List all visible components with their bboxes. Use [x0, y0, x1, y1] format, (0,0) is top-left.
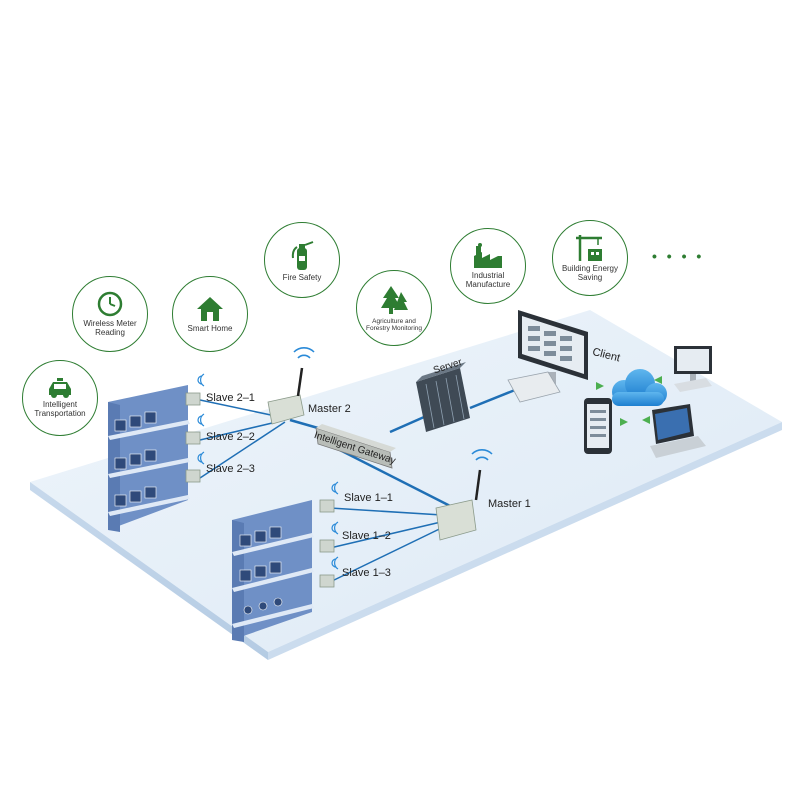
more-applications-indicator: • • • •	[652, 248, 705, 264]
app-fire: Fire Safety	[264, 222, 340, 298]
master2-device	[267, 347, 315, 425]
platform-edge-left	[30, 482, 268, 660]
app-industry-label: Industrial Manufacture	[465, 271, 511, 289]
slave-modules	[185, 392, 335, 588]
factory-icon	[474, 243, 502, 269]
house-icon	[197, 296, 223, 321]
platform	[30, 310, 782, 652]
wifi-icons-slaves	[197, 373, 339, 570]
label-slave21: Slave 2–1	[206, 392, 255, 404]
panel-rack-2	[108, 385, 190, 532]
tree-icon	[381, 285, 408, 314]
panel-rack-1	[232, 500, 314, 642]
label-slave12: Slave 1–2	[342, 530, 391, 542]
clock-icon	[97, 291, 123, 317]
label-master1: Master 1	[488, 498, 531, 510]
server-rack	[416, 362, 470, 432]
crane-icon	[576, 235, 602, 262]
label-slave11: Slave 1–1	[344, 492, 393, 504]
app-industry: Industrial Manufacture	[450, 228, 526, 304]
client-workstation	[507, 310, 588, 403]
label-slave22: Slave 2–2	[206, 431, 255, 443]
gateway-device	[315, 424, 396, 469]
cloud-icon	[612, 369, 667, 406]
app-home-label: Smart Home	[187, 323, 233, 333]
sync-arrows	[596, 376, 662, 426]
master1-device	[435, 449, 493, 541]
platform-edge-right	[268, 422, 782, 660]
app-building: Building Energy Saving	[552, 220, 628, 296]
desktop-computer	[674, 346, 712, 392]
app-transport: Intelligent Transportation	[22, 360, 98, 436]
mobile-phone	[584, 398, 612, 454]
app-agri: Agriculture and Forestry Monitoring	[356, 270, 432, 346]
label-slave13: Slave 1–3	[342, 567, 391, 579]
label-slave23: Slave 2–3	[206, 463, 255, 475]
app-building-label: Building Energy Saving	[561, 264, 619, 282]
app-transport-label: Intelligent Transportation	[34, 400, 86, 418]
app-fire-label: Fire Safety	[282, 272, 322, 282]
app-meter-label: Wireless Meter Reading	[83, 319, 137, 337]
car-icon	[49, 378, 71, 399]
laptop	[650, 404, 706, 458]
label-master2: Master 2	[308, 403, 351, 415]
fire-extinguisher-icon	[291, 240, 314, 270]
app-meter: Wireless Meter Reading	[72, 276, 148, 352]
app-home: Smart Home	[172, 276, 248, 352]
app-agri-label: Agriculture and Forestry Monitoring	[366, 317, 422, 332]
